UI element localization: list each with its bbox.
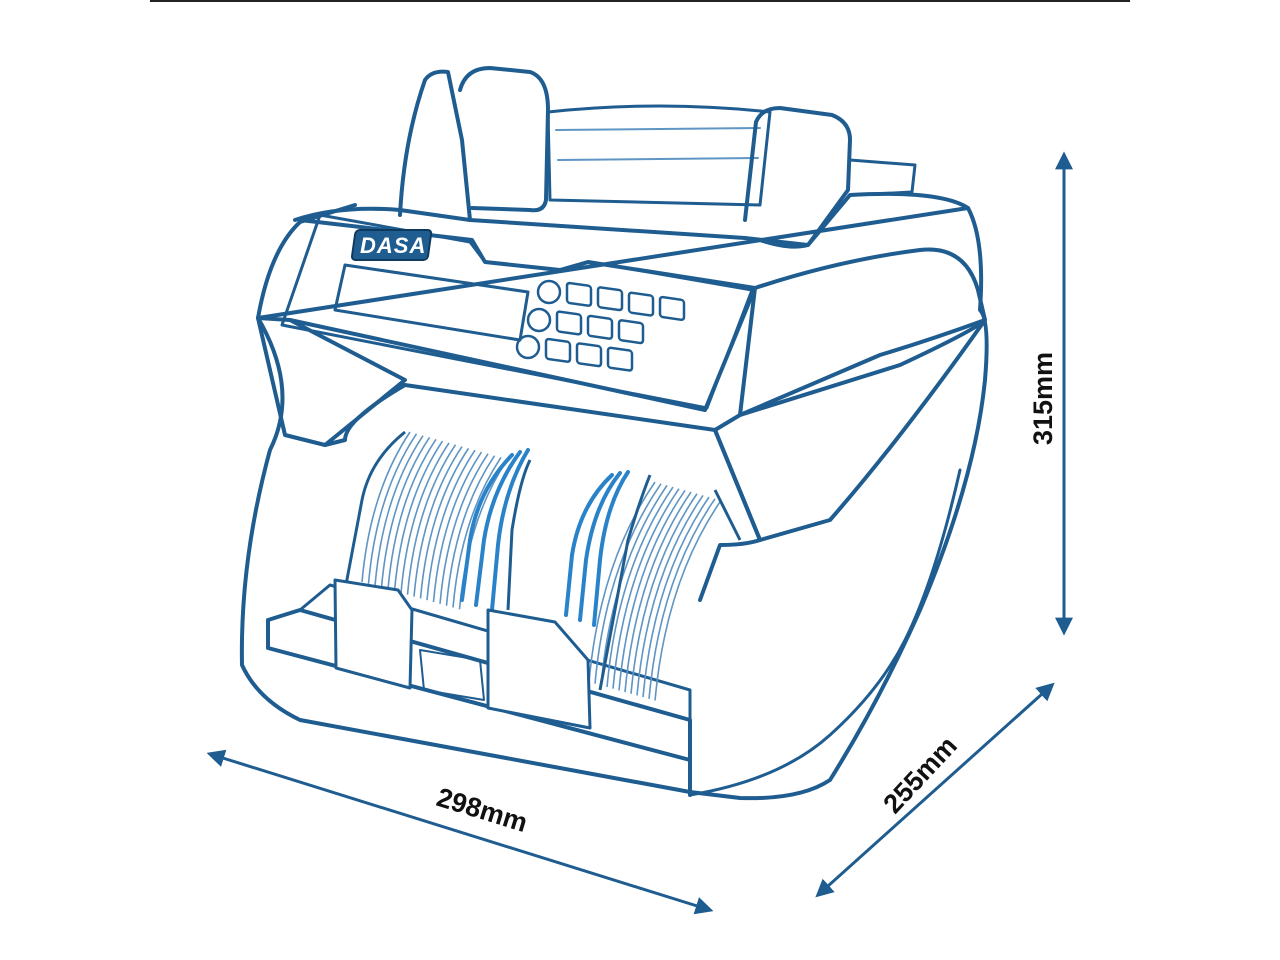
- feed-channel-divider-center: [506, 459, 532, 611]
- feed-channel-left: [361, 431, 509, 610]
- right-side-lower: [713, 318, 987, 542]
- feed-channel-stripe: [636, 494, 704, 696]
- stacker-paddle-right: [486, 608, 592, 730]
- keypad-key: [575, 342, 603, 368]
- right-hopper-guide: [743, 106, 852, 249]
- feed-channel-stripe: [426, 449, 476, 601]
- width-dimension-arrow: [206, 749, 714, 915]
- feed-channel-stripe: [413, 446, 463, 597]
- output-stacker: [333, 578, 592, 730]
- feed-roller-left-3: [490, 448, 530, 612]
- feed-channel-stripe: [432, 451, 483, 603]
- feed-opening-frame: [323, 383, 762, 602]
- keypad-round-button-3: [515, 334, 541, 360]
- money-counter-machine: [239, 66, 989, 801]
- feed-channel-right: [588, 481, 722, 701]
- feed-channel-stripe: [624, 491, 692, 693]
- hopper-back-panel: [546, 104, 772, 207]
- feed-channel-stripe: [393, 440, 444, 592]
- stacker-paddle-left: [333, 578, 414, 690]
- keypad-key: [596, 286, 624, 312]
- feed-channel-stripe: [594, 483, 662, 684]
- feed-channel-stripe: [361, 431, 411, 583]
- feed-channel-divider-left: [343, 430, 406, 591]
- left-hopper-guide-outer: [398, 69, 472, 222]
- feed-channel-stripe: [400, 442, 450, 593]
- control-panel-face: [280, 213, 754, 410]
- keypad-key: [565, 281, 593, 307]
- feed-channel-stripe: [419, 447, 470, 599]
- feed-channel-stripe: [600, 484, 668, 686]
- feed-roller-right-1: [564, 473, 614, 617]
- feed-channel-divider-far: [713, 489, 742, 541]
- feed-channel-stripe: [654, 500, 722, 701]
- keypad-key: [658, 295, 686, 322]
- hopper-back-panel-inner: [555, 127, 761, 161]
- keypad-key: [555, 310, 583, 336]
- keypad-key: [627, 291, 655, 317]
- feed-roller-right-3: [592, 470, 630, 627]
- height-dimension-label: 315mm: [1028, 352, 1058, 445]
- feed-channel-stripe: [642, 496, 710, 698]
- feed-channel-stripe: [380, 437, 431, 588]
- logo-text: DASA: [360, 233, 426, 258]
- feed-channel-stripe: [648, 498, 716, 699]
- feed-channel-stripe: [387, 438, 437, 590]
- control-panel-frame: [256, 218, 757, 412]
- keypad-key: [586, 314, 614, 340]
- keypad-key: [606, 346, 634, 372]
- feed-roller-left-1: [460, 453, 514, 602]
- right-side-housing: [738, 247, 987, 417]
- keypad: [515, 279, 686, 372]
- keypad-key: [617, 319, 645, 345]
- feed-channel-stripe: [439, 453, 489, 604]
- feed-channel-stripe: [606, 486, 674, 688]
- stacker-center-block: [419, 649, 485, 701]
- feed-channel-stripe: [406, 444, 457, 595]
- feed-channel-divider-right: [598, 474, 652, 691]
- feed-channel-stripe: [445, 455, 496, 606]
- keypad-key: [544, 337, 572, 363]
- depth-dimension-arrow: [815, 682, 1055, 898]
- feed-channel-dividers: [343, 430, 742, 691]
- feed-channel-stripe: [374, 435, 424, 586]
- keypad-round-button-1: [536, 279, 562, 305]
- feed-roller-right-2: [578, 471, 622, 622]
- feed-channel-stripe: [452, 457, 502, 608]
- feed-channel-stripe: [630, 493, 698, 694]
- feed-channel-stripe: [612, 488, 680, 689]
- keypad-round-button-2: [526, 307, 552, 333]
- logo-badge: [350, 229, 433, 261]
- feed-channel-stripe: [367, 433, 418, 584]
- feed-roller-left-2: [474, 450, 522, 607]
- feed-rollers: [460, 448, 630, 627]
- left-hopper-guide: [458, 66, 550, 213]
- brand-logo: DASA: [350, 229, 433, 261]
- feed-channel-stripe: [618, 489, 686, 691]
- feed-channel-stripe: [588, 481, 656, 683]
- hopper-right-rail: [848, 158, 917, 197]
